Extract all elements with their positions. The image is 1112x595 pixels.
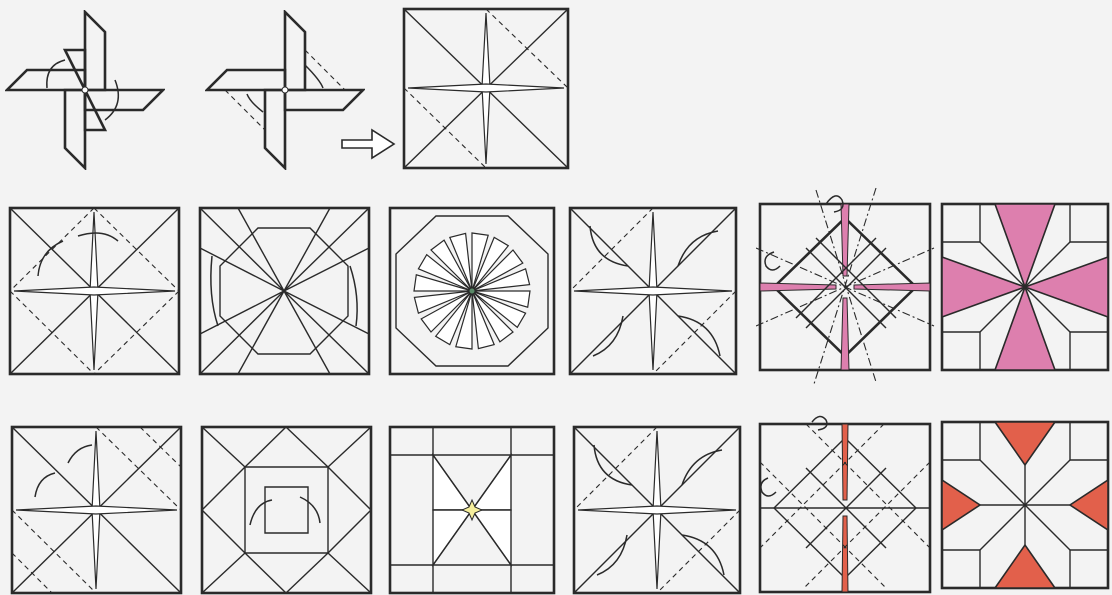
fold-arrow-icon — [250, 500, 272, 525]
pinwheel-blade-left — [207, 70, 285, 90]
crease — [286, 553, 328, 593]
yellow-folded — [200, 425, 373, 595]
corner-block — [390, 427, 433, 455]
fold-arrow-icon — [38, 241, 63, 276]
corner-block — [511, 565, 554, 593]
pinwheel-blade-top — [85, 12, 105, 90]
pinwheel-blade-left — [7, 70, 85, 90]
center-slit-horizontal — [578, 506, 736, 514]
red-wing-top — [995, 422, 1055, 465]
fold-arrow-icon — [247, 94, 263, 112]
radial-creases — [200, 208, 369, 374]
fold-arrow-icon — [47, 60, 65, 88]
crease — [760, 424, 884, 548]
crease — [328, 553, 371, 593]
red-white-bowtie — [940, 420, 1110, 590]
pinwheel-blade-top — [285, 12, 305, 90]
fold-arrow-icon — [211, 256, 218, 326]
fold-arrow-icon — [35, 473, 55, 497]
corner-square — [942, 550, 980, 588]
yellow-creased — [10, 425, 183, 595]
corner-square — [942, 422, 980, 460]
pink-curl — [568, 206, 738, 376]
crease — [202, 467, 245, 510]
red-wing-left — [942, 480, 980, 530]
corner-square — [1070, 422, 1108, 460]
corner-square — [1070, 204, 1108, 242]
corner-square — [942, 204, 980, 242]
crease — [245, 553, 286, 593]
next-step-arrow — [338, 126, 398, 162]
center-slit-horizontal — [14, 287, 175, 295]
red-sliver — [842, 516, 848, 592]
fold-arrow-icon — [105, 80, 118, 120]
corner-block — [390, 565, 433, 593]
crease — [202, 510, 245, 553]
pink-wing-right — [1025, 257, 1108, 317]
pinwheel-blade-right — [285, 90, 363, 110]
turn-over-icon — [761, 478, 776, 496]
pink-wing-top — [995, 204, 1055, 287]
crease — [245, 427, 286, 467]
pinwheel-blade-bottom — [65, 90, 85, 168]
red-curl — [572, 425, 742, 595]
pinwheel-blade-right — [85, 90, 163, 110]
fold-arrow-icon — [68, 445, 92, 463]
red-square-open — [402, 7, 570, 170]
center-point — [82, 87, 88, 93]
pink-sliver — [841, 204, 849, 276]
center-slit-horizontal — [16, 506, 177, 514]
red-wing-right — [1070, 480, 1108, 530]
pink-white-bowtie — [940, 202, 1110, 372]
next-step-arrow-icon — [342, 130, 394, 158]
green-white-rays — [388, 206, 556, 376]
fold-arrow-icon — [350, 266, 357, 326]
red-wing-bottom — [995, 545, 1055, 588]
pinwheel-step-a — [5, 10, 165, 170]
corner-square — [1070, 550, 1108, 588]
yellow-collapsed — [388, 425, 556, 595]
center-square — [265, 487, 308, 533]
pink-wing-bottom — [995, 287, 1055, 370]
crease — [202, 553, 245, 593]
fold-line — [225, 90, 265, 130]
fold-arrow-icon — [78, 233, 118, 241]
white-diamond — [756, 186, 936, 386]
red-sliver — [842, 424, 848, 500]
crease — [804, 462, 930, 588]
corner-square — [942, 332, 980, 370]
crease — [328, 467, 371, 510]
crease — [202, 427, 245, 467]
center-point — [282, 87, 288, 93]
pink-wing-left — [942, 257, 1025, 317]
fold-arrow-icon — [305, 65, 323, 88]
green-creased — [8, 206, 181, 376]
crease — [328, 510, 371, 553]
fold-arrow-icon — [300, 497, 320, 523]
center-slit-horizontal — [574, 287, 732, 295]
corner-block — [511, 427, 554, 455]
white-grid — [756, 412, 936, 595]
crease — [328, 427, 371, 467]
center-point — [469, 288, 475, 294]
fold-line — [305, 50, 345, 90]
center-slit-horizontal — [408, 84, 564, 92]
crease — [286, 427, 328, 467]
corner-square — [1070, 332, 1108, 370]
square-paper — [202, 427, 371, 593]
pink-sliver — [841, 298, 849, 370]
pinwheel-blade-bottom — [265, 90, 285, 168]
crease — [760, 462, 886, 588]
green-collapsed — [198, 206, 371, 376]
